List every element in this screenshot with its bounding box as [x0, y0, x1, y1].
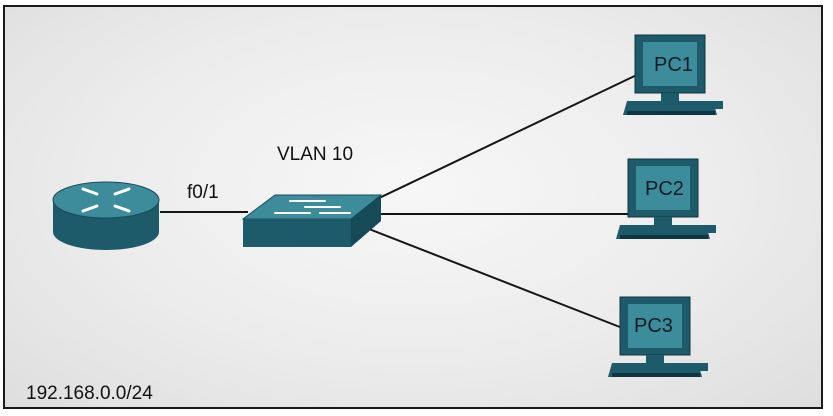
- vlan-label: VLAN 10: [277, 144, 354, 165]
- link-switch-pc3: [368, 228, 626, 330]
- diagram-canvas: [52, 34, 723, 377]
- switch-icon: [241, 194, 383, 247]
- pc2-icon: [616, 158, 716, 239]
- pc3-label: PC3: [634, 315, 673, 337]
- pc1-label: PC1: [654, 54, 693, 76]
- pc3-icon: [608, 296, 708, 377]
- pc1-icon: [623, 34, 723, 115]
- network-diagram-frame: VLAN 10 f0/1 192.168.0.0/24 PC1 PC2 PC3: [3, 5, 823, 409]
- pc2-label: PC2: [645, 178, 684, 200]
- subnet-label: 192.168.0.0/24: [26, 383, 153, 404]
- router-port-label: f0/1: [187, 182, 219, 203]
- link-switch-pc1: [376, 70, 646, 200]
- router-icon: [52, 181, 160, 250]
- links: [160, 70, 646, 330]
